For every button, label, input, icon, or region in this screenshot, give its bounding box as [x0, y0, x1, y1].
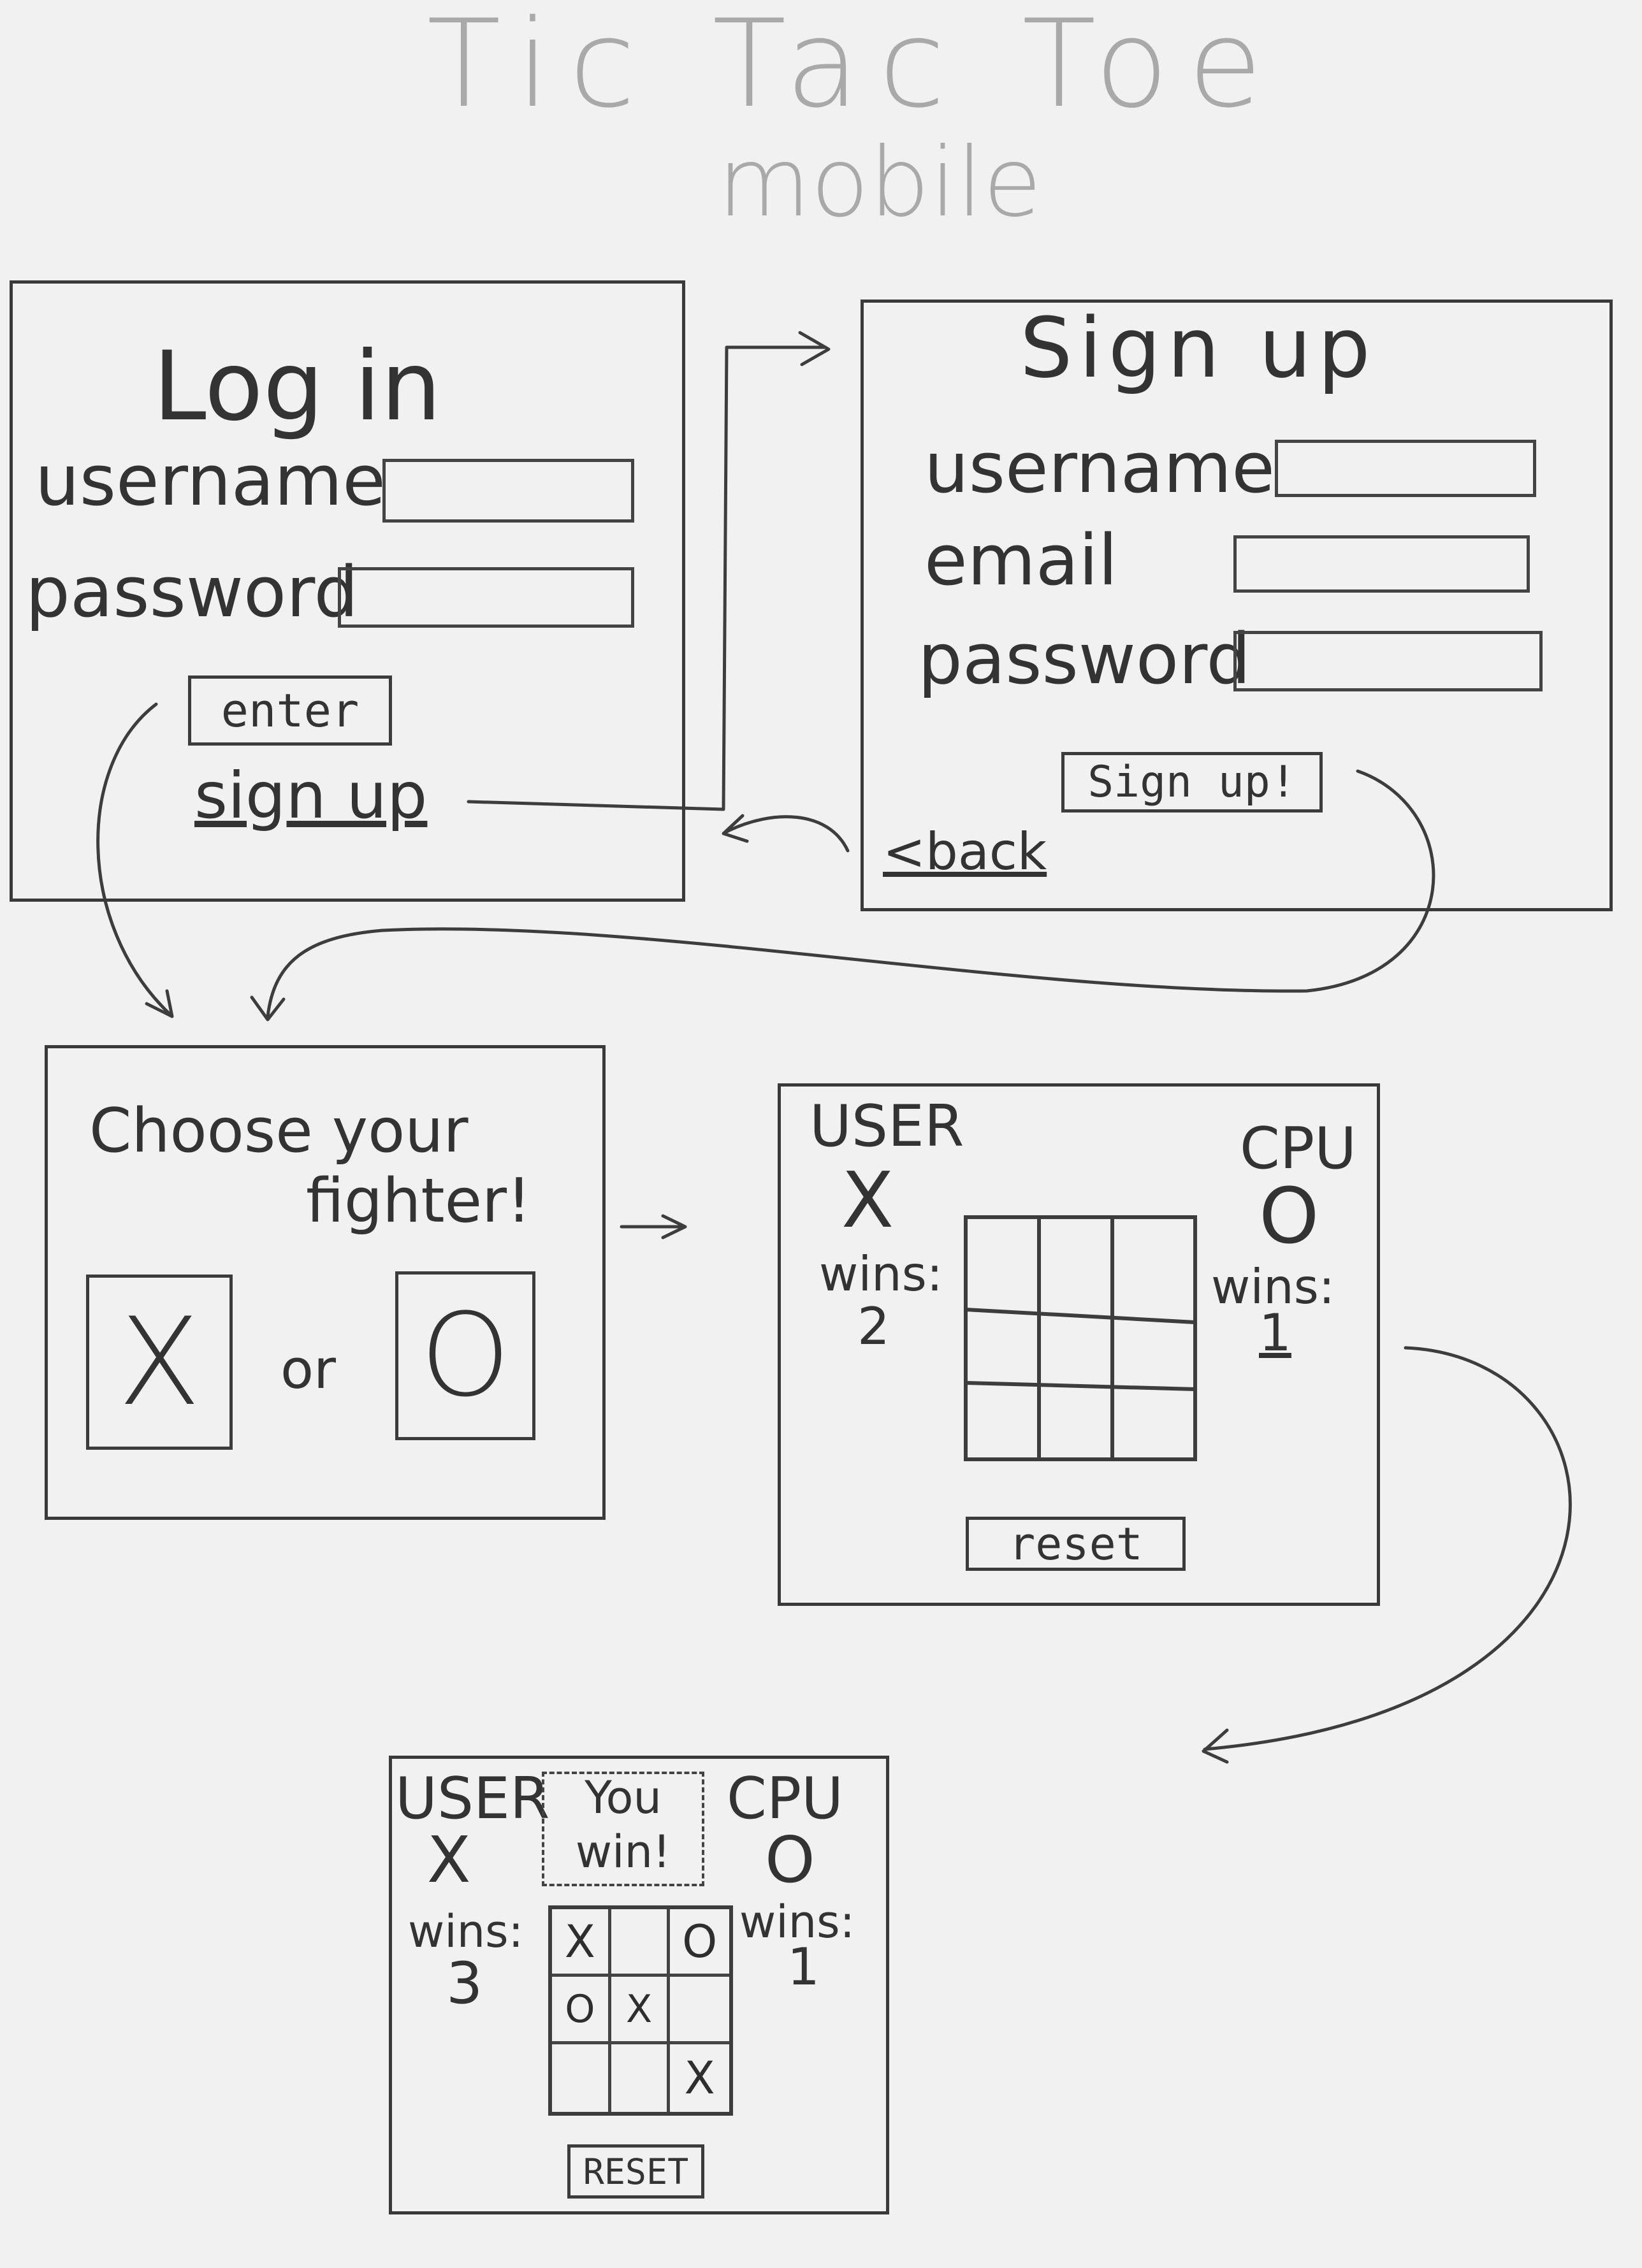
signup-screen [861, 300, 1613, 911]
signup-email-input[interactable] [1233, 535, 1530, 593]
choose-o-button[interactable]: O [395, 1271, 535, 1440]
login-username-label: username [35, 440, 386, 521]
result-cell[interactable] [670, 1977, 729, 2044]
signup-password-input[interactable] [1233, 631, 1543, 691]
choose-or-text: or [280, 1338, 336, 1401]
signup-email-label: email [924, 519, 1118, 601]
signup-username-label: username [924, 427, 1275, 509]
game-cpu-label: CPU [1240, 1115, 1356, 1182]
choose-x-button[interactable]: X [86, 1275, 233, 1450]
game-cpu-wins: 1 [1259, 1303, 1291, 1362]
result-cell[interactable] [611, 2044, 671, 2112]
signup-username-input[interactable] [1275, 440, 1536, 497]
choose-heading-line1: Choose your [89, 1096, 469, 1166]
login-heading: Log in [153, 331, 442, 442]
sign-up-link[interactable]: sign up [194, 758, 428, 833]
choose-fighter-screen [45, 1045, 606, 1520]
result-user-wins: 3 [446, 1950, 483, 2017]
result-cell[interactable]: O [552, 1977, 611, 2044]
login-password-label: password [25, 551, 359, 633]
result-cpu-wins-label: wins: [739, 1896, 855, 1948]
win-banner-line2: win! [575, 1826, 671, 1878]
result-cpu-wins: 1 [787, 1937, 820, 1997]
result-cell[interactable] [552, 2044, 611, 2112]
result-user-wins-label: wins: [408, 1905, 524, 1958]
result-cpu-label: CPU [727, 1765, 843, 1832]
game-user-label: USER [810, 1093, 964, 1160]
result-cell[interactable]: X [684, 2052, 715, 2104]
login-username-input[interactable] [382, 459, 634, 523]
result-board[interactable]: X O O X X [548, 1905, 733, 2116]
game-user-wins-label: wins: [819, 1246, 943, 1302]
back-link[interactable]: <back [883, 822, 1047, 881]
result-cell[interactable] [611, 1909, 671, 1977]
game-board[interactable] [963, 1214, 1198, 1463]
game-user-symbol: X [841, 1157, 894, 1245]
win-banner-line1: You [585, 1772, 662, 1824]
login-screen [10, 280, 685, 902]
result-cpu-symbol: O [765, 1823, 815, 1897]
signup-heading: Sign up [1020, 300, 1377, 396]
result-cell[interactable]: X [611, 1977, 671, 2044]
game-cpu-wins-label: wins: [1211, 1259, 1335, 1315]
diagram-subtitle: mobile [717, 127, 1042, 238]
signup-submit-button[interactable]: Sign up! [1061, 752, 1323, 813]
game-screen [778, 1083, 1380, 1606]
result-user-symbol: X [427, 1823, 471, 1897]
result-cell[interactable]: O [670, 1909, 729, 1977]
result-cell[interactable]: X [552, 1909, 611, 1977]
result-reset-button[interactable]: RESET [567, 2144, 704, 2199]
choose-heading-line2: fighter! [306, 1166, 532, 1236]
login-password-input[interactable] [338, 567, 634, 628]
diagram-title: Tic Tac Toe [426, 0, 1282, 134]
signup-password-label: password [918, 618, 1251, 700]
result-user-label: USER [395, 1765, 550, 1832]
win-banner [542, 1772, 704, 1886]
game-reset-button[interactable]: reset [966, 1517, 1186, 1571]
result-screen [389, 1756, 889, 2214]
enter-button[interactable]: enter [188, 675, 392, 746]
game-user-wins: 2 [857, 1297, 890, 1356]
game-cpu-symbol: O [1259, 1173, 1319, 1261]
